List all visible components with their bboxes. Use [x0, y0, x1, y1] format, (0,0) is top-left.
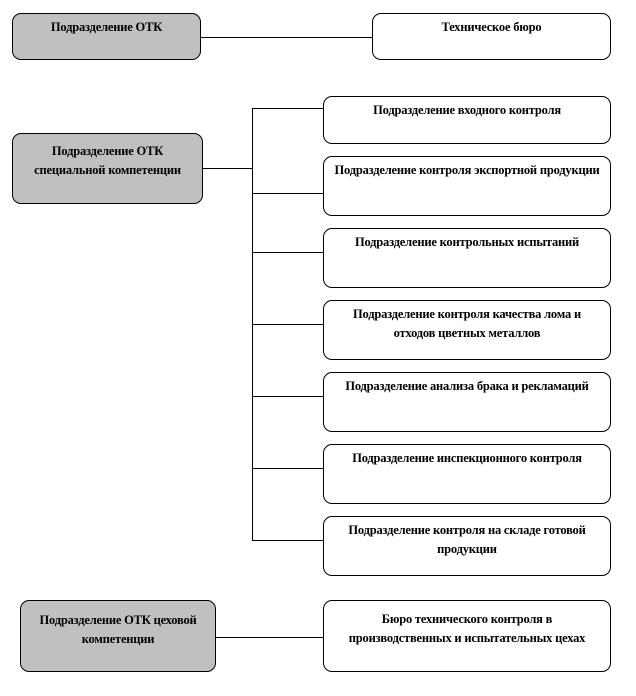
connector-line [201, 37, 372, 38]
parent-node-shop: Подразделение ОТК цеховой компетенции [20, 600, 216, 672]
child-node: Подразделение контроля экспортной продук… [323, 156, 611, 216]
child-node: Подразделение инспекционного контроля [323, 444, 611, 504]
child-node: Подразделение входного контроля [323, 96, 611, 144]
connector-line [203, 168, 252, 169]
child-node-btk: Бюро технического контроля в производств… [323, 600, 611, 672]
connector-branch [252, 108, 323, 109]
parent-node-special: Подразделение ОТК специальной компетенци… [12, 133, 203, 204]
connector-branch [252, 540, 323, 541]
parent-node-otk: Подразделение ОТК [12, 13, 201, 60]
connector-branch [252, 252, 323, 253]
child-node: Подразделение контрольных испытаний [323, 228, 611, 288]
connector-branch [252, 468, 323, 469]
child-node-tech-bureau: Техническое бюро [372, 13, 611, 60]
connector-line [216, 637, 323, 638]
child-node: Подразделение анализа брака и рекламаций [323, 372, 611, 432]
connector-branch [252, 193, 323, 194]
connector-branch [252, 396, 323, 397]
child-node: Подразделение контроля качества лома и о… [323, 300, 611, 360]
child-node: Подразделение контроля на складе готовой… [323, 516, 611, 576]
connector-branch [252, 324, 323, 325]
